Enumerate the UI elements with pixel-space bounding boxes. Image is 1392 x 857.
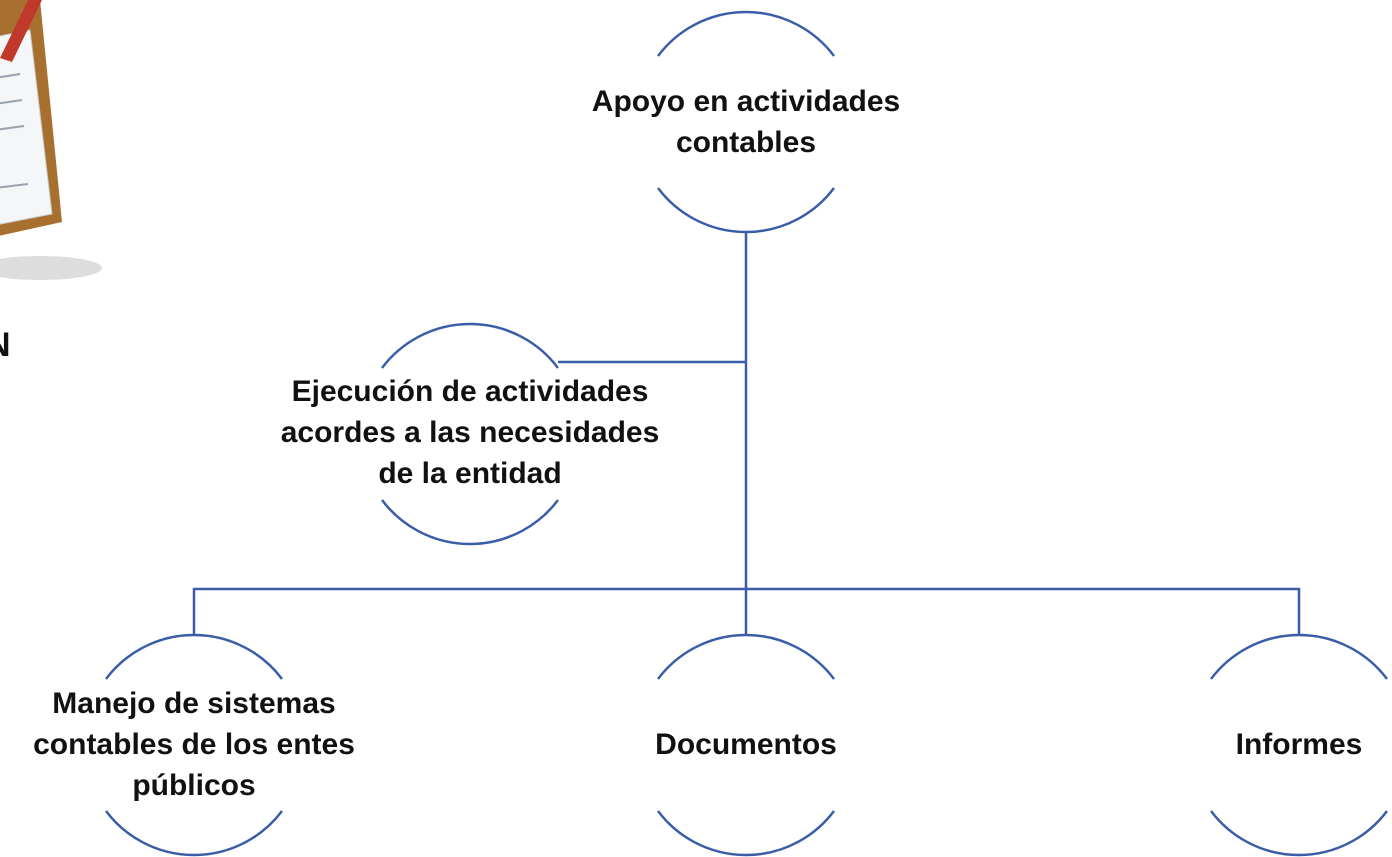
- root-node-label: Apoyo en actividades contables: [591, 85, 901, 159]
- branch-node-bottom-arc: [381, 499, 559, 546]
- partial-heading-letter: N: [0, 326, 11, 365]
- branch-node-top-arc: [381, 322, 559, 369]
- leaf-node-label: Manejo de sistemas contables de los ente…: [33, 687, 355, 802]
- clipboard-icon: [0, 0, 102, 280]
- leaf-node-label: Documentos: [655, 728, 837, 761]
- leaf-node-1-bottom-arc: [105, 810, 283, 857]
- leaf-node-2-bottom-arc: [657, 810, 835, 857]
- leaf-node-1-top-arc: [105, 633, 283, 680]
- leaf-bus-connector: [192, 587, 1301, 635]
- leaf-node-2-top-arc: [657, 633, 835, 680]
- leaf-node-3-top-arc: [1210, 633, 1388, 680]
- leaf-node-3-bottom-arc: [1210, 810, 1388, 857]
- leaf-node-label: Informes: [1235, 728, 1363, 761]
- root-node-top-arc: [657, 10, 835, 57]
- root-node-bottom-arc: [657, 187, 835, 234]
- branch-node-label: Ejecución de actividades acordes a las n…: [280, 375, 660, 490]
